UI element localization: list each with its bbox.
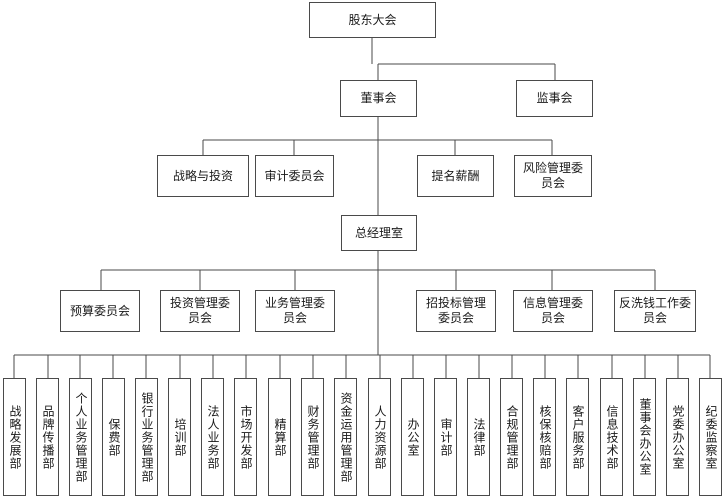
- department-label: 保费部: [107, 417, 121, 457]
- department-box: 党委办公室: [666, 378, 689, 496]
- gm-committee-box: 投资管理委员会: [160, 290, 240, 332]
- department-label: 财务管理部: [306, 404, 320, 470]
- board-committee-box: 提名薪酬: [417, 155, 494, 197]
- department-label: 培训部: [173, 417, 187, 457]
- department-label: 党委办公室: [671, 404, 685, 470]
- general-manager-box: 总经理室: [341, 215, 417, 251]
- department-box: 董事会办公室: [633, 378, 656, 496]
- department-box: 办公室: [401, 378, 424, 496]
- department-box: 纪委监察室: [699, 378, 722, 496]
- gm-committee-box: 招投标管理委员会: [416, 290, 496, 332]
- department-box: 保费部: [102, 378, 125, 496]
- department-label: 市场开发部: [239, 404, 253, 470]
- department-label: 精算部: [273, 417, 287, 457]
- department-label: 客户服务部: [571, 404, 585, 470]
- department-box: 法人业务部: [201, 378, 224, 496]
- department-box: 品牌传播部: [36, 378, 59, 496]
- board-committee-box: 战略与投资: [157, 155, 249, 197]
- board-committee-box: 审计委员会: [255, 155, 334, 197]
- board-of-supervisors-box: 监事会: [516, 80, 593, 117]
- shareholders-meeting-label: 股东大会: [348, 12, 397, 27]
- board-of-directors-box: 董事会: [340, 80, 417, 117]
- board-committee-label: 战略与投资: [172, 168, 233, 183]
- gm-committee-label: 招投标管理委员会: [425, 296, 486, 325]
- department-label: 核保核赔部: [538, 404, 552, 470]
- department-label: 法人业务部: [206, 404, 220, 470]
- general-manager-label: 总经理室: [354, 225, 403, 240]
- department-label: 资金运用管理部: [339, 391, 353, 483]
- gm-committee-label: 信息管理委员会: [522, 296, 583, 325]
- department-label: 纪委监察室: [704, 404, 718, 470]
- department-label: 审计部: [439, 417, 453, 457]
- board-committee-box: 风险管理委员会: [514, 155, 592, 197]
- shareholders-meeting-box: 股东大会: [309, 2, 436, 38]
- department-box: 个人业务管理部: [69, 378, 92, 496]
- board-of-supervisors-label: 监事会: [536, 91, 573, 105]
- gm-committee-box: 业务管理委员会: [255, 290, 335, 332]
- department-box: 客户服务部: [566, 378, 589, 496]
- department-box: 战略发展部: [3, 378, 26, 496]
- gm-committee-label: 投资管理委员会: [169, 296, 230, 325]
- department-label: 品牌传播部: [41, 404, 55, 470]
- department-label: 法律部: [472, 417, 486, 457]
- gm-committee-box: 预算委员会: [60, 290, 140, 332]
- department-label: 办公室: [406, 417, 420, 457]
- department-box: 法律部: [467, 378, 490, 496]
- gm-committee-box: 反洗钱工作委员会: [614, 290, 696, 332]
- department-box: 人力资源部: [368, 378, 391, 496]
- board-of-directors-label: 董事会: [360, 91, 397, 105]
- department-box: 银行业务管理部: [135, 378, 158, 496]
- department-box: 信息技术部: [600, 378, 623, 496]
- department-label: 人力资源部: [373, 404, 387, 470]
- gm-committee-label: 预算委员会: [69, 303, 130, 318]
- gm-committee-box: 信息管理委员会: [513, 290, 593, 332]
- department-box: 审计部: [434, 378, 457, 496]
- board-committee-label: 审计委员会: [264, 168, 325, 183]
- gm-committee-label: 反洗钱工作委员会: [619, 296, 692, 325]
- department-box: 财务管理部: [301, 378, 324, 496]
- department-label: 信息技术部: [605, 404, 619, 470]
- department-box: 培训部: [168, 378, 191, 496]
- gm-committee-label: 业务管理委员会: [264, 296, 325, 325]
- board-committee-label: 风险管理委员会: [522, 161, 583, 190]
- department-label: 战略发展部: [8, 404, 22, 470]
- department-box: 市场开发部: [234, 378, 257, 496]
- department-box: 合规管理部: [500, 378, 523, 496]
- department-box: 精算部: [268, 378, 291, 496]
- department-label: 合规管理部: [505, 404, 519, 470]
- department-box: 核保核赔部: [533, 378, 556, 496]
- department-label: 董事会办公室: [638, 398, 652, 476]
- board-committee-label: 提名薪酬: [431, 168, 480, 183]
- department-label: 个人业务管理部: [74, 391, 88, 483]
- department-label: 银行业务管理部: [140, 391, 154, 483]
- department-box: 资金运用管理部: [334, 378, 357, 496]
